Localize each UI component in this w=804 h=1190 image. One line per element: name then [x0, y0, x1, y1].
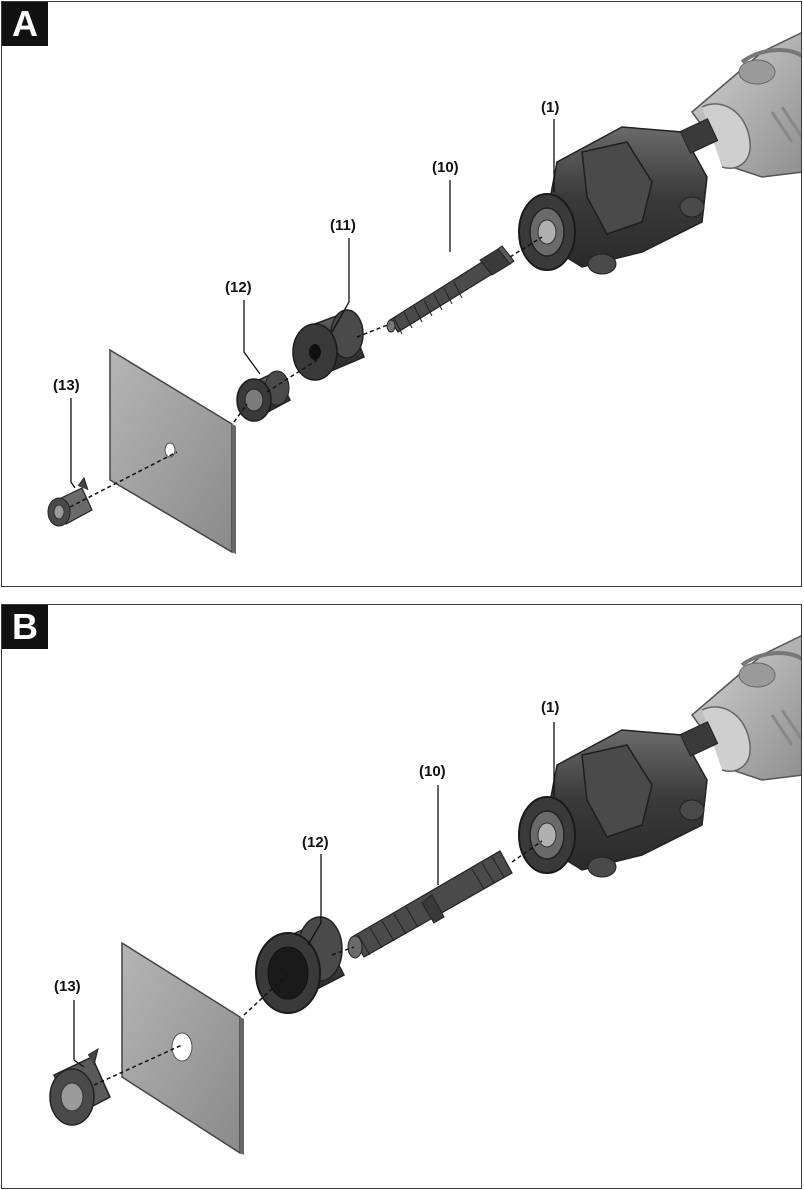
figure-panel-a: A	[1, 1, 802, 587]
tool-housing-a	[690, 32, 801, 178]
callout-1-a: (1)	[541, 99, 560, 116]
nut-13-a	[47, 476, 93, 527]
sheet-metal-b	[121, 941, 244, 1155]
leader-lines-b	[73, 722, 555, 1068]
sheet-metal-a	[109, 348, 236, 554]
figure-panel-b: B	[1, 604, 802, 1189]
leader-lines-a	[70, 119, 555, 489]
nut-13-b	[49, 1047, 111, 1126]
threaded-bolt-b	[347, 850, 513, 959]
callout-12-a: (12)	[225, 279, 252, 296]
tool-housing-b	[690, 635, 801, 781]
panel-label-b: B	[2, 605, 48, 649]
threaded-bolt-a	[386, 245, 515, 335]
die-12-b	[255, 916, 346, 1014]
assembly-axis-a	[69, 236, 543, 508]
callout-13-b: (13)	[54, 978, 81, 995]
punch-head-b	[518, 721, 719, 878]
punch-head-a	[518, 118, 719, 275]
callout-11-a: (11)	[330, 217, 356, 234]
die-11-a	[292, 309, 365, 381]
callout-1-b: (1)	[541, 699, 560, 716]
callout-10-a: (10)	[432, 159, 459, 176]
panel-b-illustration	[49, 635, 801, 1155]
panel-label-a: A	[2, 2, 48, 46]
assembly-axis-b	[93, 840, 543, 1086]
spacer-12-a	[236, 370, 291, 422]
callout-10-b: (10)	[419, 763, 446, 780]
callout-13-a: (13)	[53, 377, 80, 394]
panel-a-illustration	[47, 32, 801, 554]
callout-12-b: (12)	[302, 834, 329, 851]
